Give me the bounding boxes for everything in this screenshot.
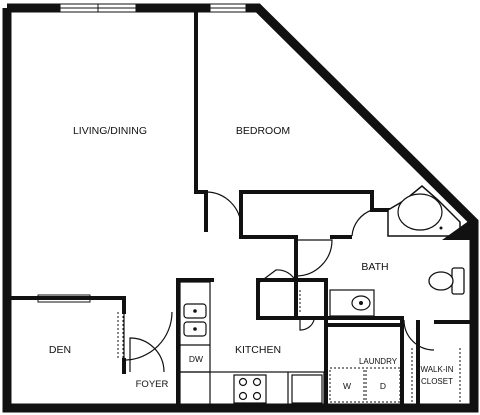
label-walk-in: WALK-IN: [420, 365, 453, 374]
den-opening: [117, 312, 124, 360]
label-laundry: LAUNDRY: [359, 357, 398, 366]
label-foyer: FOYER: [136, 379, 169, 390]
kitchen-counters: [179, 281, 325, 407]
interior-walls: [7, 8, 474, 408]
refrigerator: [291, 374, 323, 404]
range: [233, 374, 267, 404]
label-living-dining: LIVING/DINING: [73, 125, 147, 137]
kitchen-sink: [183, 303, 207, 337]
window-living: [59, 3, 137, 13]
bath-vanity: [329, 289, 375, 317]
tub-wall-corner: [442, 220, 470, 240]
label-bath: BATH: [361, 261, 388, 273]
label-dryer: D: [380, 381, 386, 391]
doors: [123, 191, 435, 373]
toilet: [428, 267, 465, 295]
label-kitchen: KITCHEN: [235, 344, 281, 356]
closet-shelves: [299, 290, 461, 404]
label-bedroom: BEDROOM: [236, 125, 290, 137]
label-den: DEN: [49, 344, 71, 356]
washer-dryer: [329, 367, 401, 403]
window-bedroom: [209, 3, 247, 13]
bathtub: [387, 185, 461, 237]
label-washer: W: [343, 381, 351, 391]
label-closet: CLOSET: [421, 377, 453, 386]
label-dishwasher: DW: [189, 354, 203, 364]
